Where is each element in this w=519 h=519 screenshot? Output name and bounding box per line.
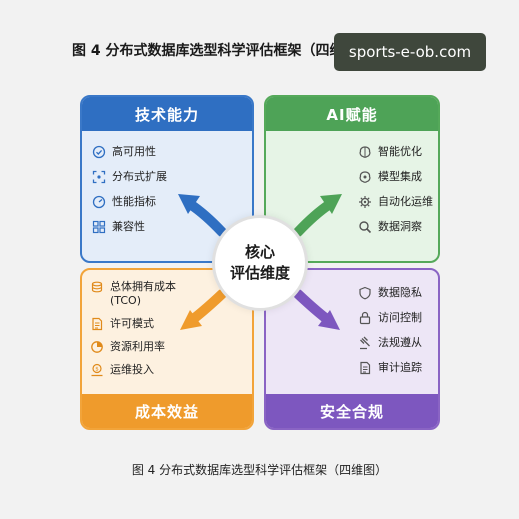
tech-item-label: 性能指标 xyxy=(112,195,156,208)
tech-item-label: 分布式扩展 xyxy=(112,170,167,183)
panel-ai-title: AI赋能 xyxy=(266,97,438,131)
document-icon xyxy=(92,317,103,331)
panel-tech-title: 技术能力 xyxy=(82,97,252,131)
core-dimension-circle: 核心 评估维度 xyxy=(212,215,308,311)
ai-item-label: 数据洞察 xyxy=(378,220,422,233)
svg-text:$: $ xyxy=(95,367,99,373)
core-label-line1: 核心 xyxy=(244,243,275,261)
audit-document-icon xyxy=(360,361,371,375)
ai-item-insight: 数据洞察 xyxy=(358,220,433,234)
cost-item-label: 总体拥有成本 (TCO) xyxy=(110,280,176,307)
gear-icon xyxy=(359,196,371,208)
security-item-label: 法规遵从 xyxy=(378,336,422,349)
expand-icon xyxy=(92,170,106,184)
cost-item-license: 许可模式 xyxy=(90,317,176,331)
security-item-label: 数据隐私 xyxy=(378,286,422,299)
cost-item-tco: 总体拥有成本 (TCO) xyxy=(90,280,176,308)
brain-icon xyxy=(359,146,371,158)
tech-item-label: 高可用性 xyxy=(112,145,156,158)
figure-caption: 图 4 分布式数据库选型科学评估框架（四维图） xyxy=(131,463,388,477)
tech-item-list: 高可用性 分布式扩展 性能指标 兼容性 xyxy=(92,145,167,245)
tech-item-high-availability: 高可用性 xyxy=(92,145,167,159)
security-item-privacy: 数据隐私 xyxy=(358,286,422,300)
shield-icon xyxy=(359,286,371,300)
ai-item-model: 模型集成 xyxy=(358,170,433,184)
tech-item-label: 兼容性 xyxy=(112,220,145,233)
watermark-badge: sports-e-ob.com xyxy=(334,33,486,71)
security-item-label: 审计追踪 xyxy=(378,361,422,374)
panel-cost-title: 成本效益 xyxy=(82,394,252,428)
ai-item-list: 智能优化 模型集成 自动化运维 数据洞察 xyxy=(358,145,433,245)
coins-icon xyxy=(91,281,103,293)
panel-cost: 总体拥有成本 (TCO) 许可模式 资源利用率 $ 运维投入 成本效益 xyxy=(80,268,254,430)
tech-item-performance: 性能指标 xyxy=(92,195,167,209)
magnifier-icon xyxy=(359,221,372,234)
tech-item-scaling: 分布式扩展 xyxy=(92,170,167,184)
tech-item-compatibility: 兼容性 xyxy=(92,220,167,234)
brain-chip-icon xyxy=(359,171,371,183)
cost-item-utilization: 资源利用率 xyxy=(90,340,176,354)
security-item-audit: 审计追踪 xyxy=(358,361,422,375)
cost-item-label: 许可模式 xyxy=(110,317,154,330)
security-item-compliance: 法规遵从 xyxy=(358,336,422,350)
page-title: 图 4 分布式数据库选型科学评估框架（四维模型） xyxy=(72,43,386,59)
money-hand-icon: $ xyxy=(91,363,103,377)
ai-item-automation: 自动化运维 xyxy=(358,195,433,209)
security-item-label: 访问控制 xyxy=(378,311,422,324)
pie-chart-icon xyxy=(91,341,103,353)
grid-blocks-icon xyxy=(92,220,106,234)
ai-item-label: 自动化运维 xyxy=(378,195,433,208)
security-item-access: 访问控制 xyxy=(358,311,422,325)
lock-icon xyxy=(359,311,371,325)
gauge-icon xyxy=(92,195,106,209)
ai-item-optimization: 智能优化 xyxy=(358,145,433,159)
cost-item-ops: $ 运维投入 xyxy=(90,363,176,377)
cost-item-label: 资源利用率 xyxy=(110,340,165,353)
ai-item-label: 模型集成 xyxy=(378,170,422,183)
shield-check-icon xyxy=(92,145,106,159)
cost-item-label: 运维投入 xyxy=(110,363,154,376)
cost-item-list: 总体拥有成本 (TCO) 许可模式 资源利用率 $ 运维投入 xyxy=(90,280,176,386)
ai-item-label: 智能优化 xyxy=(378,145,422,158)
panel-security-title: 安全合规 xyxy=(266,394,438,428)
security-item-list: 数据隐私 访问控制 法规遵从 审计追踪 xyxy=(358,286,422,386)
panel-security: 数据隐私 访问控制 法规遵从 审计追踪 安全合规 xyxy=(264,268,440,430)
gavel-icon xyxy=(360,336,370,350)
core-label-line2: 评估维度 xyxy=(229,264,290,282)
